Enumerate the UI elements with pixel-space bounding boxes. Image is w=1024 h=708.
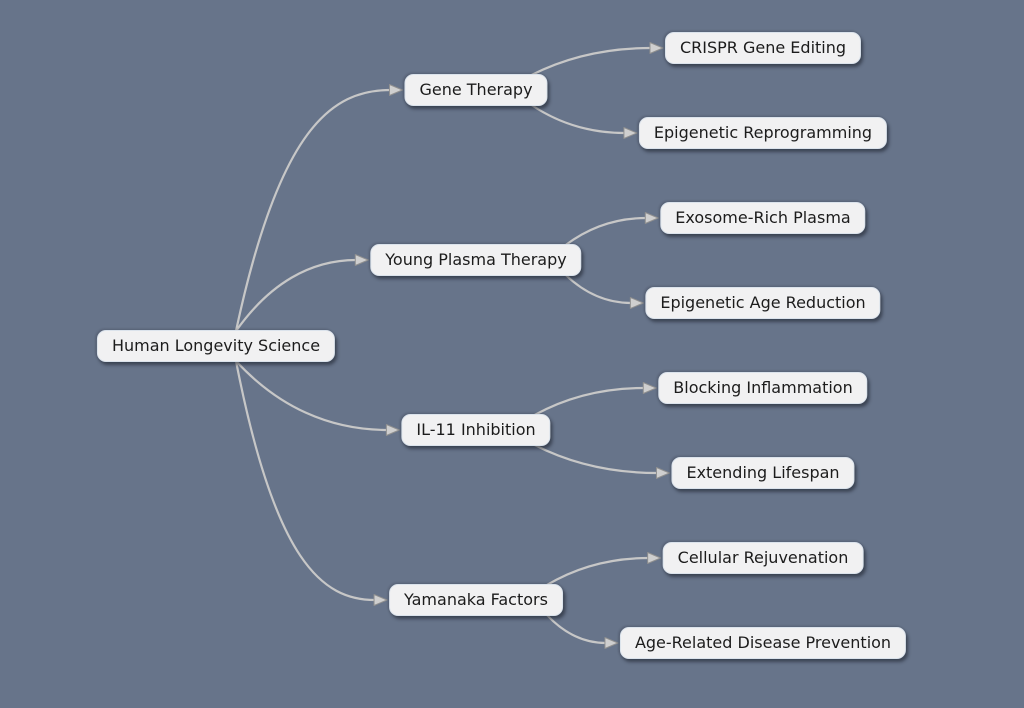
edge-n-b3-n-l30 xyxy=(545,556,650,587)
edge-n-root-n-b3 xyxy=(234,359,377,602)
edge-arrowhead-icon xyxy=(388,84,403,96)
node-young-plasma-therapy: Young Plasma Therapy xyxy=(370,244,582,276)
edge-n-b1-n-l11 xyxy=(564,273,633,305)
node-yamanaka-factors: Yamanaka Factors xyxy=(389,584,563,616)
edge-n-b0-n-l00 xyxy=(530,46,653,77)
node-exosome-rich-plasma: Exosome-Rich Plasma xyxy=(660,202,866,234)
node-age-related-disease-prevention: Age-Related Disease Prevention xyxy=(619,627,907,659)
edge-n-b1-n-l10 xyxy=(564,216,648,247)
edge-arrowhead-icon xyxy=(644,212,659,224)
edge-arrowhead-icon xyxy=(385,424,400,436)
edge-n-b2-n-l20 xyxy=(533,386,646,417)
edge-arrowhead-icon xyxy=(647,552,662,564)
edge-n-root-n-b0 xyxy=(234,88,392,333)
node-il-11-inhibition: IL-11 Inhibition xyxy=(401,414,551,446)
node-human-longevity-science: Human Longevity Science xyxy=(96,330,336,362)
edge-arrowhead-icon xyxy=(623,127,638,139)
edge-n-root-n-b1 xyxy=(234,258,358,333)
edge-n-b3-n-l31 xyxy=(545,613,608,645)
edge-n-b0-n-l01 xyxy=(530,103,627,135)
node-epigenetic-reprogramming: Epigenetic Reprogramming xyxy=(638,117,888,149)
node-cellular-rejuvenation: Cellular Rejuvenation xyxy=(662,542,864,574)
edge-arrowhead-icon xyxy=(604,637,619,649)
edge-arrowhead-icon xyxy=(629,297,644,309)
edge-arrowhead-icon xyxy=(354,254,369,266)
node-gene-therapy: Gene Therapy xyxy=(404,74,548,106)
edge-arrowhead-icon xyxy=(373,594,388,606)
edge-n-root-n-b2 xyxy=(234,359,389,432)
edge-arrowhead-icon xyxy=(649,42,664,54)
node-crispr-gene-editing: CRISPR Gene Editing xyxy=(664,32,862,64)
edge-arrowhead-icon xyxy=(642,382,657,394)
node-epigenetic-age-reduction: Epigenetic Age Reduction xyxy=(645,287,881,319)
edge-arrowhead-icon xyxy=(655,467,670,479)
node-extending-lifespan: Extending Lifespan xyxy=(671,457,855,489)
edge-n-b2-n-l21 xyxy=(533,443,659,475)
node-blocking-inflammation: Blocking Inflammation xyxy=(658,372,868,404)
